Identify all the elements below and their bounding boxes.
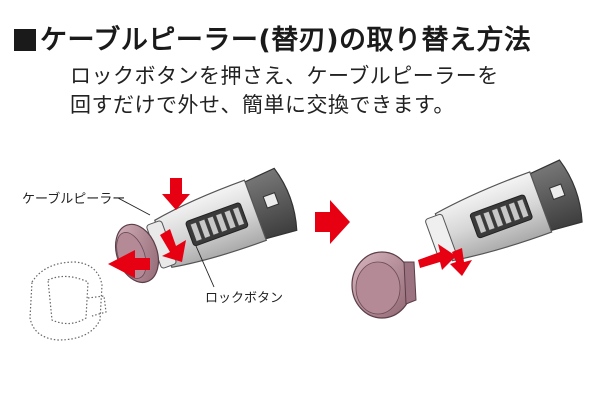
red-arrows-right	[418, 244, 472, 276]
next-step-arrow	[315, 200, 350, 244]
right-tool-illustration	[351, 159, 583, 319]
separated-cap	[351, 251, 417, 319]
red-arrows-left	[108, 178, 190, 278]
press-down-arrow	[162, 178, 190, 210]
description-line-2: 回すだけで外せ、簡単に交換できます。	[70, 93, 455, 117]
page-title: ケーブルピーラー(替刃)の取り替え方法	[14, 18, 532, 57]
insert-arrow	[418, 244, 456, 270]
description-line-1: ロックボタンを押さえ、ケーブルピーラーを	[70, 64, 499, 88]
black-square-icon	[14, 29, 36, 51]
peeler-leader-line	[117, 197, 151, 216]
removed-cap-outline	[29, 261, 107, 341]
description: ロックボタンを押さえ、ケーブルピーラーを 回すだけで外せ、簡単に交換できます。	[70, 62, 499, 120]
rotate-lock-arrow	[450, 248, 472, 276]
rotate-arrow	[160, 229, 186, 262]
lock-button-label: ロックボタン	[205, 291, 284, 306]
title-text: ケーブルピーラー(替刃)の取り替え方法	[40, 25, 532, 56]
pull-out-arrow	[108, 250, 150, 278]
cable-peeler-label: ケーブルピーラー	[22, 192, 126, 207]
left-tool-illustration	[29, 167, 298, 341]
lock-leader-line	[195, 245, 215, 288]
